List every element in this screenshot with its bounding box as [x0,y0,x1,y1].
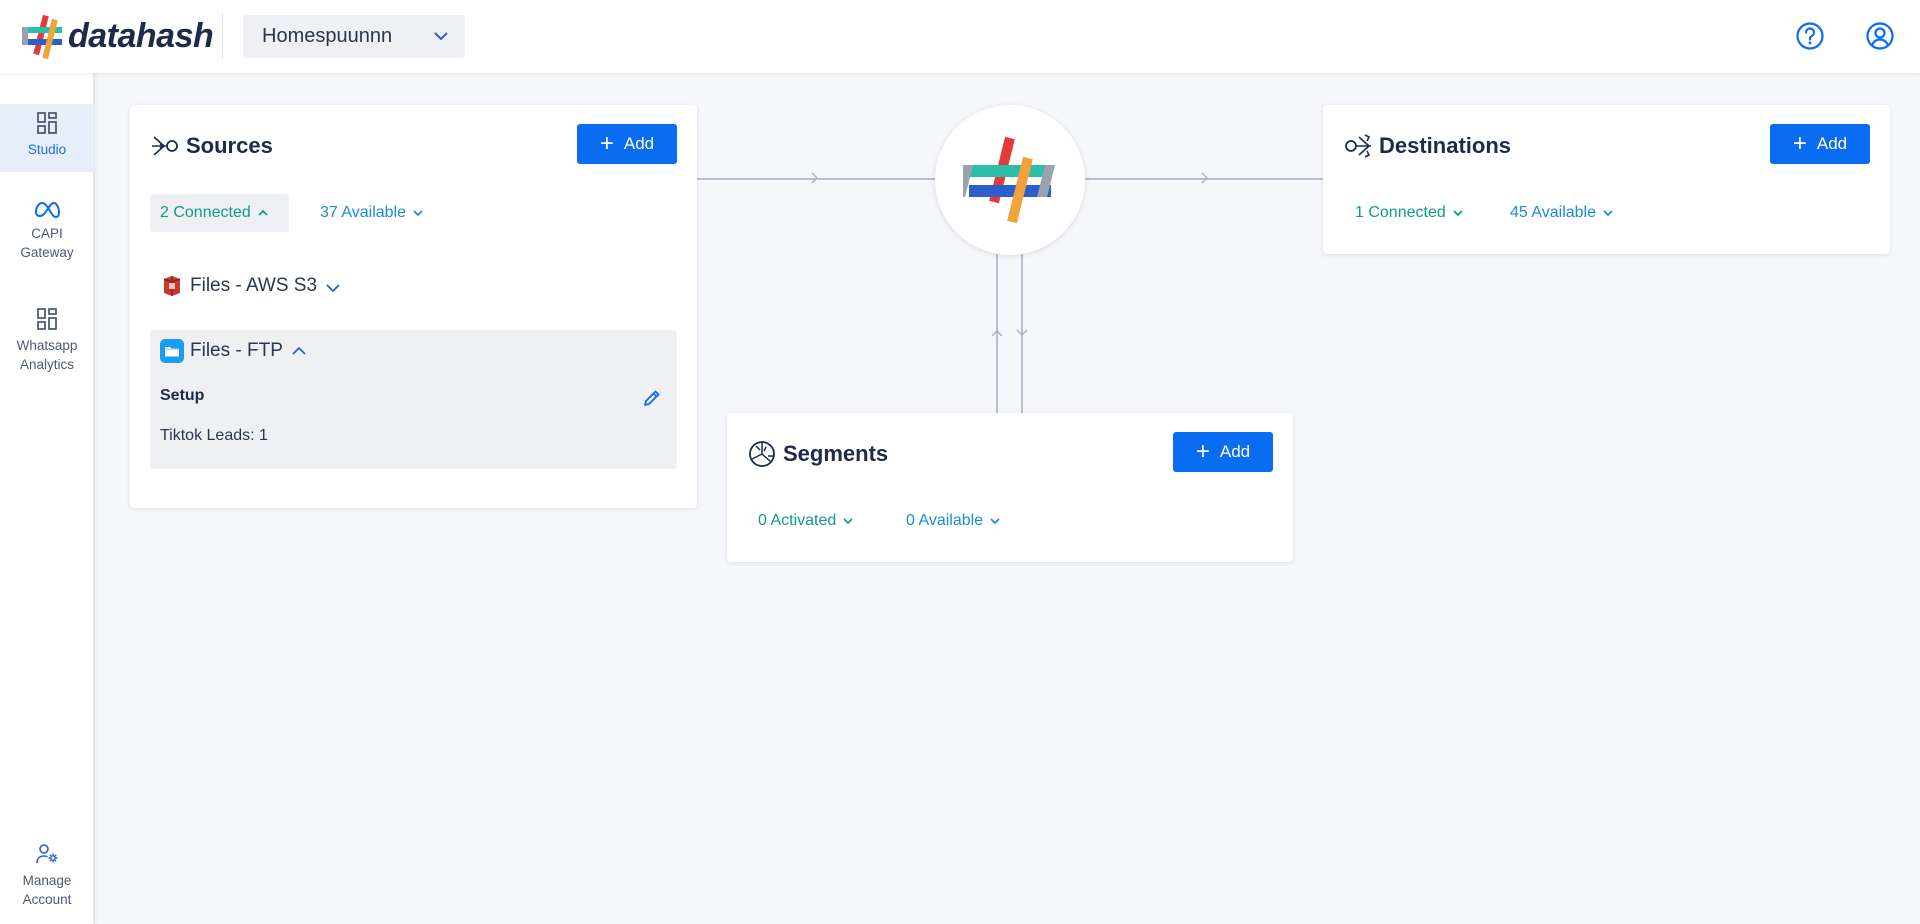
folder-icon [160,339,184,363]
plus-icon: + [599,130,614,157]
available-count: 37 Available [320,204,406,221]
chevron-up-icon [991,329,1003,337]
dashboard-icon [37,112,57,134]
segments-icon [749,441,775,467]
plus-icon: + [1792,130,1807,157]
sidebar-item-label: Studio [27,142,67,157]
meta-icon [34,201,60,218]
source-item-ftp[interactable]: Files - FTP [160,339,307,363]
user-settings-icon [36,844,58,864]
chevron-down-icon [843,518,853,525]
sources-panel: Sources + Add 2 Connected 37 Available F… [130,105,697,508]
sources-available-toggle[interactable]: 37 Available [310,194,434,232]
chevron-down-icon [326,284,340,293]
activated-count: 0 Activated [758,512,837,529]
segments-activated-toggle[interactable]: 0 Activated [748,502,864,540]
top-header: datahash Homespuunnn [0,0,1920,73]
sidebar-item-label: Manage Account [22,873,72,907]
destinations-title: Destinations [1379,133,1512,158]
dashboard-icon [37,308,57,330]
destinations-header: Destinations [1343,131,1511,161]
chevron-down-icon [413,210,423,217]
sources-add-button[interactable]: + Add [577,124,677,164]
sidebar-item-label: Whatsapp Analytics [16,338,78,372]
sidebar-item-manage-account[interactable]: Manage Account [0,843,94,923]
connected-count: 2 Connected [160,204,251,221]
source-item-label: Files - FTP [190,340,283,361]
datahash-hub-logo-icon [963,136,1056,224]
edit-pencil-icon[interactable] [643,389,661,407]
header-divider [222,13,223,59]
segments-title: Segments [783,441,889,466]
chevron-up-icon [258,209,268,216]
available-count: 45 Available [1510,204,1596,221]
sidebar-item-capi-gateway[interactable]: CAPI Gateway [0,200,94,280]
sidebar: Studio CAPI Gateway Whatsapp Analytics M… [0,73,95,924]
add-button-label: Add [623,134,655,153]
source-item-ftp-expanded: Files - FTP Setup Tiktok Leads: 1 [150,330,677,469]
datahash-hub [935,105,1085,255]
segments-panel: Segments + Add 0 Activated 0 Available [727,413,1293,562]
sidebar-item-label: CAPI Gateway [20,226,74,260]
source-item-label: Files - AWS S3 [190,275,318,296]
help-icon[interactable] [1794,20,1826,52]
chevron-right-icon [1201,172,1209,184]
aws-s3-icon [163,276,181,296]
destinations-icon [1345,134,1371,158]
source-item-aws-s3[interactable]: Files - AWS S3 [160,274,341,298]
chevron-down-icon [1016,329,1028,337]
sources-connected-toggle[interactable]: 2 Connected [150,194,289,232]
segments-available-toggle[interactable]: 0 Available [896,502,1011,540]
destinations-available-toggle[interactable]: 45 Available [1500,194,1624,232]
chevron-up-icon [292,346,306,355]
segment-connector-up [996,254,998,414]
workspace-name: Homespuunnn [262,25,393,47]
sidebar-item-whatsapp-analytics[interactable]: Whatsapp Analytics [0,308,94,388]
sidebar-item-studio[interactable]: Studio [0,104,94,172]
available-count: 0 Available [906,512,984,529]
destinations-panel: Destinations + Add 1 Connected 45 Availa… [1323,105,1890,254]
chevron-down-icon [434,32,448,41]
sources-title: Sources [186,133,273,158]
segments-header: Segments [747,439,888,469]
plus-icon: + [1195,438,1210,465]
chevron-down-icon [990,518,1000,525]
sources-icon [152,136,178,156]
destinations-add-button[interactable]: + Add [1770,124,1870,164]
add-button-label: Add [1816,134,1848,153]
workspace-select[interactable]: Homespuunnn [243,15,465,58]
sources-header: Sources [150,131,273,161]
connected-count: 1 Connected [1355,204,1446,221]
brand-name: datahash [68,16,214,55]
setup-detail: Tiktok Leads: 1 [160,427,268,444]
brand-logo[interactable]: datahash [20,13,214,59]
account-icon[interactable] [1864,20,1896,52]
chevron-right-icon [811,172,819,184]
segments-add-button[interactable]: + Add [1173,432,1273,472]
destinations-connected-toggle[interactable]: 1 Connected [1345,194,1474,232]
chevron-down-icon [1603,210,1613,217]
datahash-logo-icon [22,14,62,59]
chevron-down-icon [1453,210,1463,217]
add-button-label: Add [1219,442,1251,461]
setup-label: Setup [160,387,205,404]
